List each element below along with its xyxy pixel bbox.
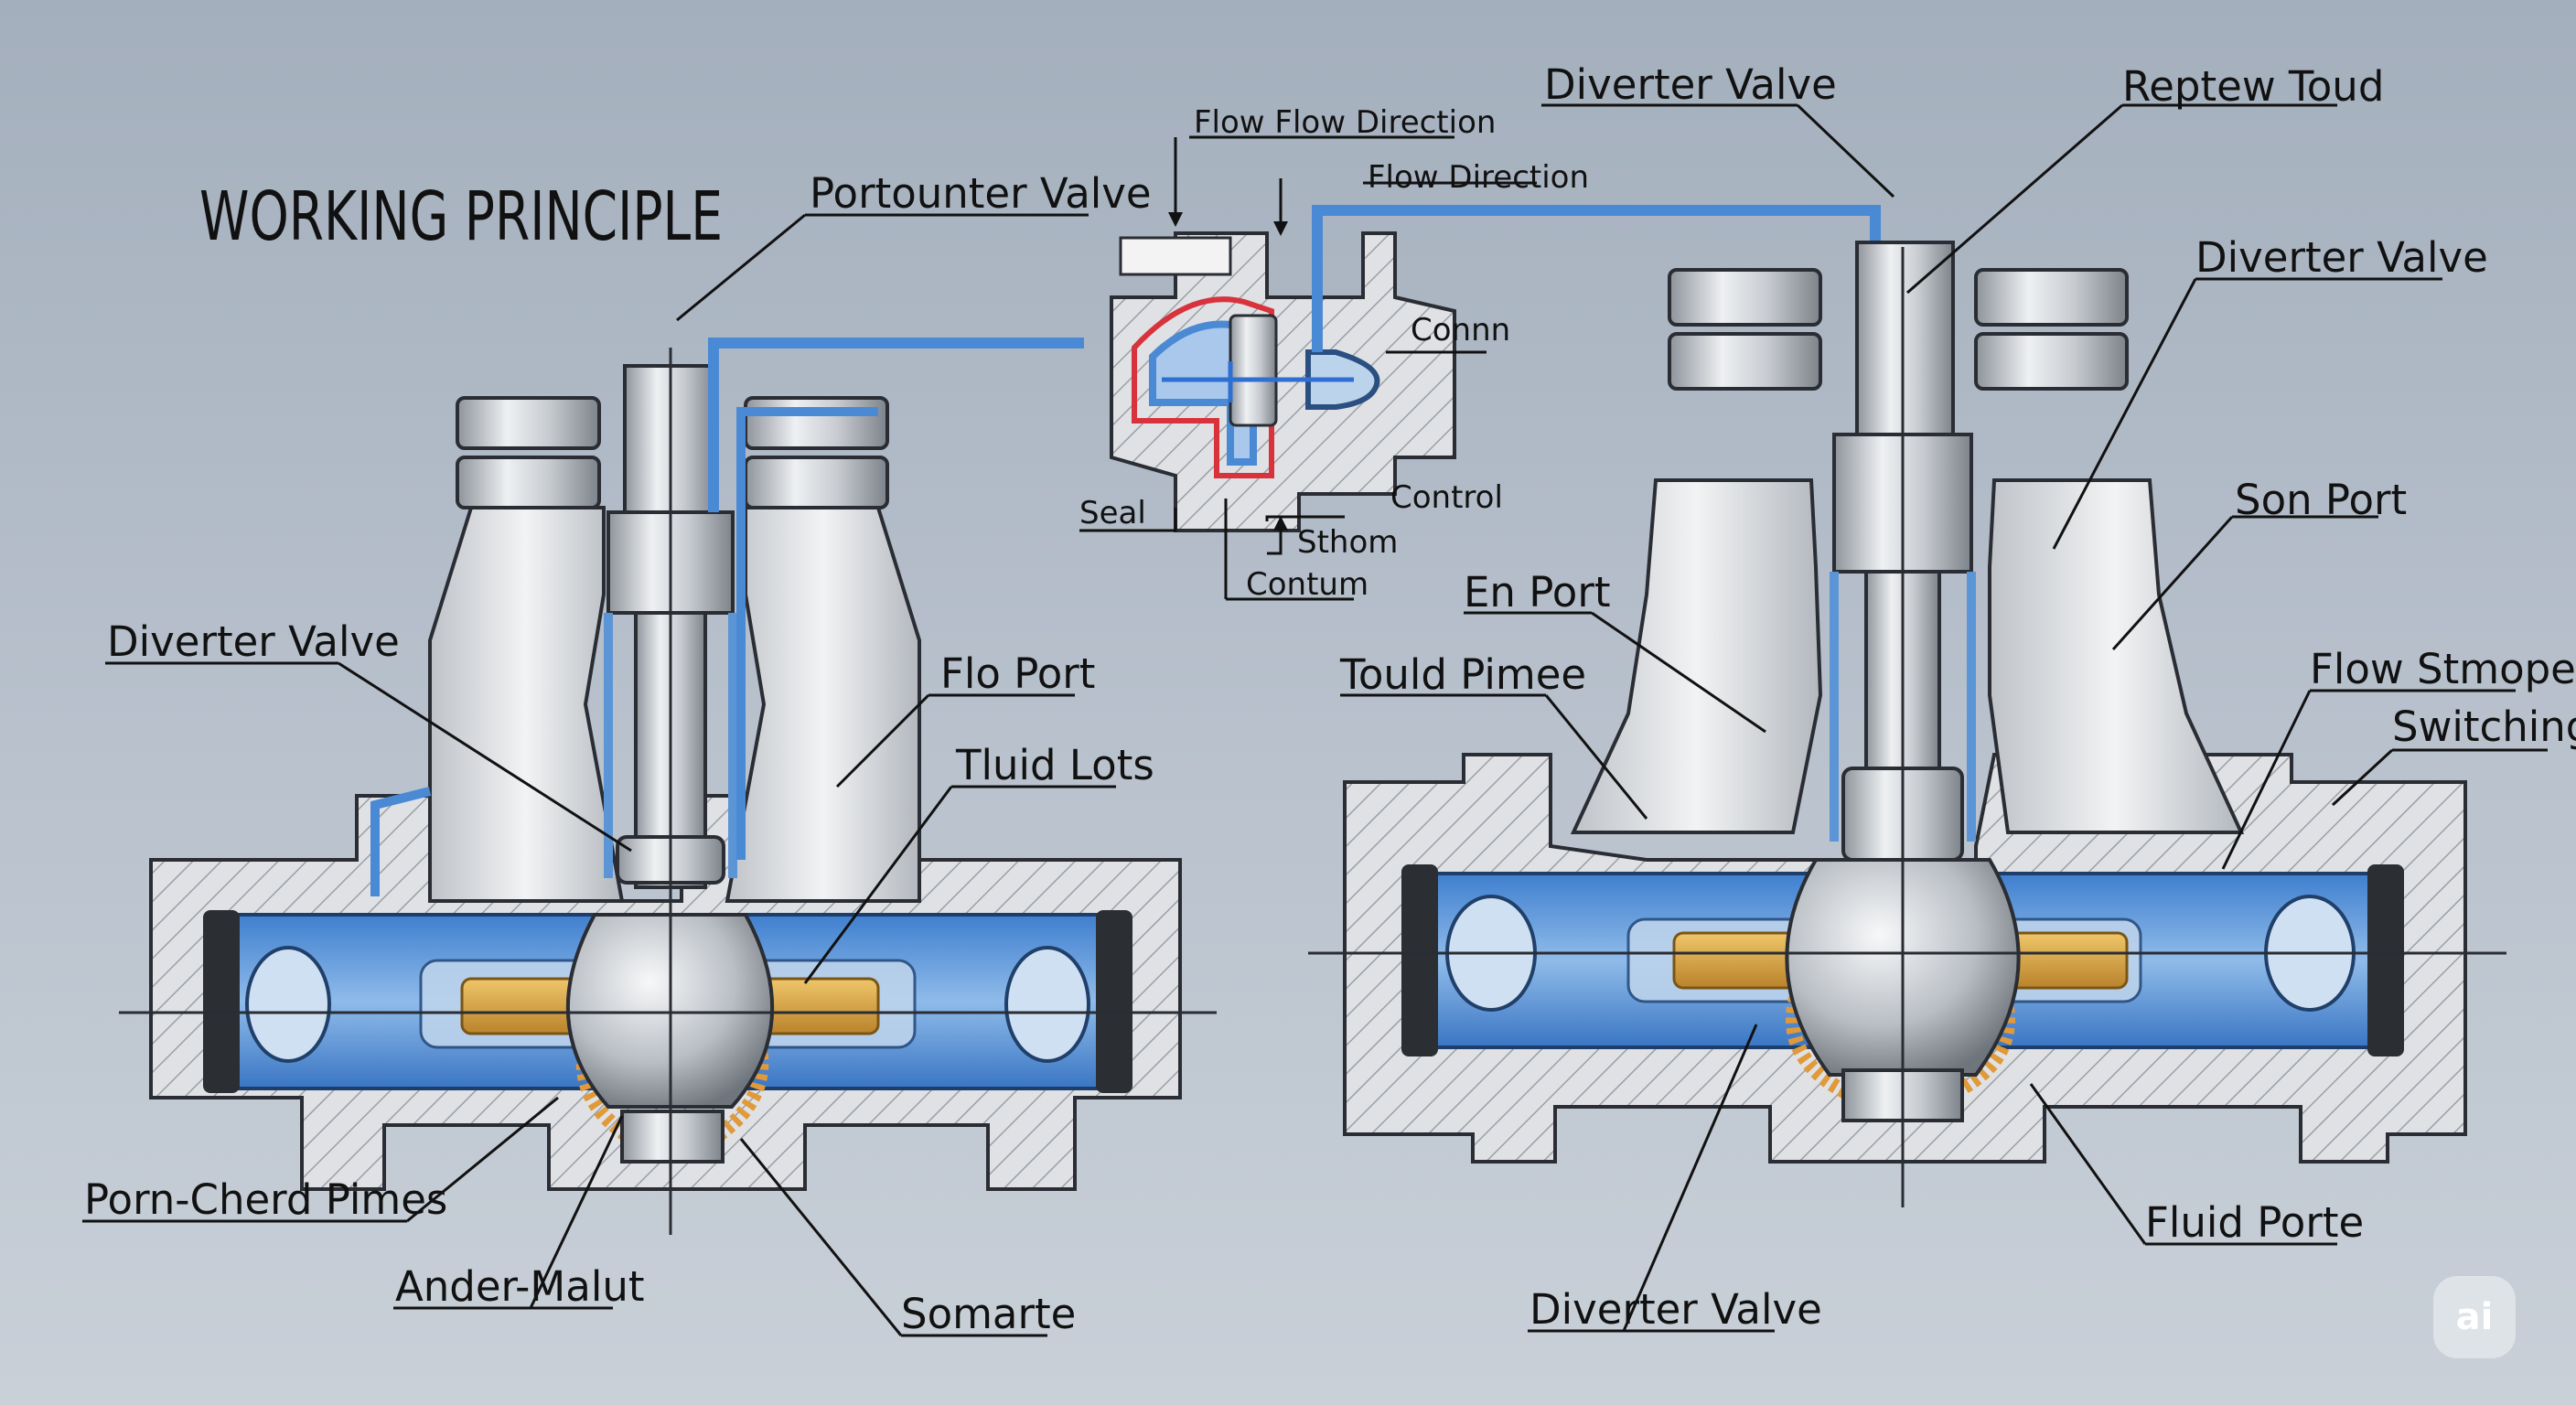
right-end-cap-right: [2367, 864, 2404, 1056]
left-bottom-plug: [620, 1110, 724, 1164]
label-seal: Seal: [1079, 495, 1146, 531]
label-tluid-lots: Tluid Lots: [955, 741, 1154, 789]
right-valve-assembly: [1308, 241, 2506, 1207]
label-ander-malut: Ander-Malut: [395, 1262, 644, 1311]
left-body-right: [724, 506, 921, 903]
label-flo-port: Flo Port: [940, 649, 1095, 698]
leader-lines: [82, 103, 2548, 1337]
label-control: Control: [1390, 479, 1503, 516]
top-valve-red-seal: [1132, 296, 1274, 478]
label-switching: Switching: [2392, 702, 2576, 751]
right-brass-seat-left: [1672, 931, 1804, 990]
right-nut-right: [1974, 268, 2129, 391]
label-reptew-toud: Reptew Toud: [2122, 62, 2384, 111]
left-port-circle-left: [245, 946, 331, 1063]
top-valve-blue-path: [1149, 320, 1257, 466]
right-stem-top: [1855, 241, 1955, 436]
label-diverter-valve-left: Diverter Valve: [107, 617, 400, 666]
label-flow-direction: Flow Direction: [1368, 159, 1589, 196]
arrow-flow-direction: [1273, 221, 1288, 236]
label-somarte: Somarte: [901, 1290, 1076, 1338]
arrow-flow-flow-direction: [1168, 212, 1183, 227]
label-porn-cherd-pimes: Porn-Cherd Pimes: [84, 1175, 447, 1224]
label-flow-stmope: Flow Stmope: [2310, 645, 2576, 693]
label-son-port: Son Port: [2235, 476, 2407, 524]
left-valve-assembly: [119, 338, 1217, 1235]
label-tould-pimee: Tould Pimee: [1339, 650, 1586, 699]
label-contum: Contum: [1246, 566, 1368, 603]
left-feed-tube: [708, 338, 1084, 512]
left-side-tube: [370, 787, 432, 896]
ai-badge-text: ai: [2456, 1296, 2494, 1338]
label-diverter-valve-bottom: Diverter Valve: [1530, 1285, 1822, 1334]
arrow-sthom: [1273, 516, 1288, 531]
left-body-left: [428, 506, 625, 903]
ai-badge: ai: [2433, 1276, 2516, 1358]
label-diverter-valve-top: Diverter Valve: [1544, 60, 1837, 109]
left-end-cap-right: [1096, 910, 1132, 1093]
right-nut-left: [1668, 268, 1822, 391]
flow-arrows: [1168, 212, 1288, 531]
top-valve-spool: [1229, 314, 1278, 427]
right-end-cap-left: [1401, 864, 1438, 1056]
left-end-cap-left: [203, 910, 240, 1093]
label-sthom: Sthom: [1297, 524, 1398, 561]
left-port-circle-right: [1004, 946, 1090, 1063]
right-body-left: [1570, 478, 1823, 834]
left-brass-seat-right: [757, 977, 880, 1035]
label-portounter-valve: Portounter Valve: [810, 169, 1152, 218]
right-body-right: [1988, 478, 2245, 834]
label-diverter-valve-right: Diverter Valve: [2195, 233, 2488, 282]
page-title: WORKING PRINCIPLE: [199, 177, 723, 256]
left-brass-seat-left: [460, 977, 583, 1035]
label-conn: Connn: [1411, 312, 1510, 349]
left-return-tube: [736, 407, 878, 860]
left-nut-left: [456, 396, 601, 509]
label-fluid-porte: Fluid Porte: [2145, 1198, 2364, 1247]
label-en-port: En Port: [1464, 568, 1610, 617]
label-flow-flow-direction: Flow Flow Direction: [1194, 104, 1496, 141]
top-valve-inlet: [1119, 236, 1232, 276]
